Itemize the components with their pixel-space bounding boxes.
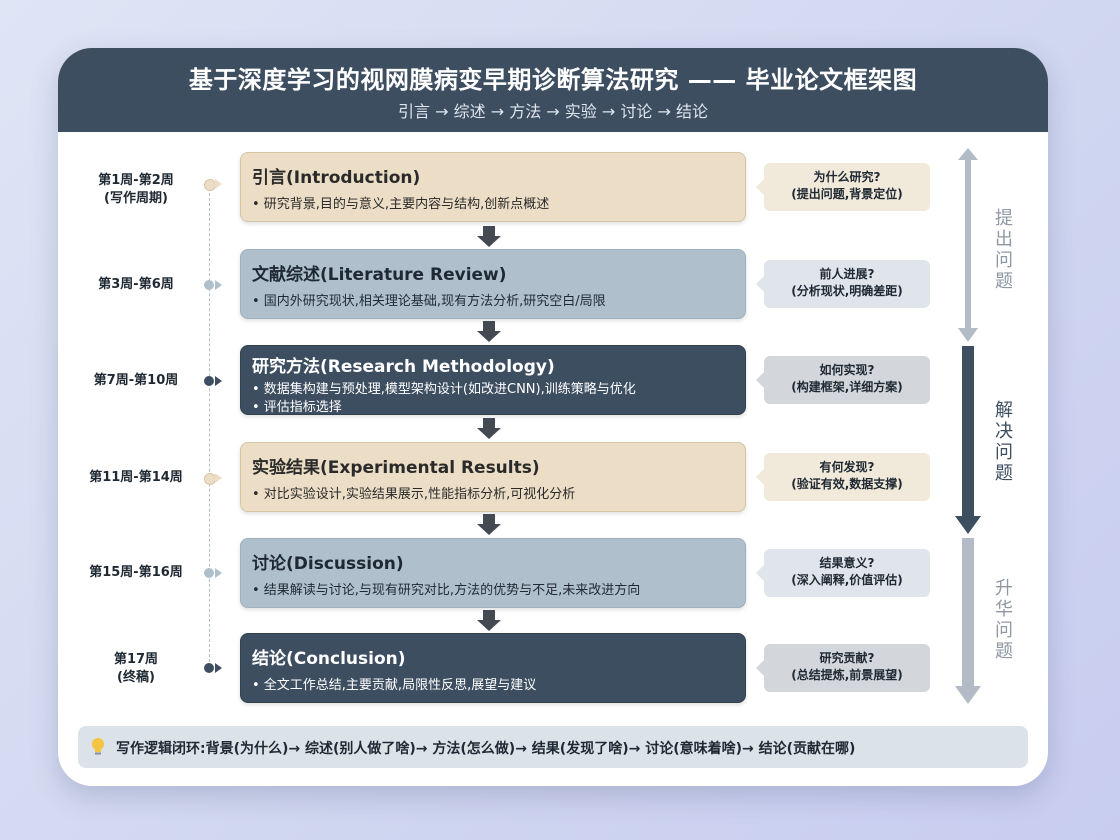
- flow-arrow-3: [477, 418, 501, 440]
- timeline-line: [209, 188, 210, 672]
- section-introduction: 引言(Introduction) • 研究背景,目的与意义,主要内容与结构,创新…: [240, 152, 746, 222]
- logic-loop-banner: 写作逻辑闭环:背景(为什么)→ 综述(别人做了啥)→ 方法(怎么做)→ 结果(发…: [78, 726, 1028, 768]
- page-subtitle: 引言 → 综述 → 方法 → 实验 → 讨论 → 结论: [398, 102, 708, 121]
- timeline-pointer-2: [215, 280, 222, 290]
- timeline-dot-5: [204, 568, 214, 578]
- timeline-dot-6: [204, 663, 214, 673]
- header-bar: 基于深度学习的视网膜病变早期诊断算法研究 —— 毕业论文框架图 引言 → 综述 …: [58, 48, 1048, 132]
- timeline-pointer-6: [215, 663, 222, 673]
- section-conclusion: 结论(Conclusion) • 全文工作总结,主要贡献,局限性反思,展望与建议: [240, 633, 746, 703]
- question-callout-6: 研究贡献? (总结提炼,前景展望): [756, 644, 930, 692]
- week-range: 第11周-第14周: [89, 470, 183, 485]
- section-bullet: • 对比实验设计,实验结果展示,性能指标分析,可视化分析: [252, 487, 576, 502]
- week-label-2: 第3周-第6周: [78, 276, 194, 294]
- timeline-dot-2: [204, 280, 214, 290]
- question-note: (分析现状,明确差距): [791, 284, 903, 298]
- section-bullet: • 数据集构建与预处理,模型架构设计(如改进CNN),训练策略与优化: [252, 382, 636, 397]
- phase-label-elevate: 升华问题: [984, 578, 1024, 662]
- question-note: (深入阐释,价值评估): [791, 573, 903, 587]
- question-note: (构建框架,详细方案): [791, 380, 903, 394]
- week-note: (终稿): [117, 670, 155, 685]
- timeline-dot-3: [204, 376, 214, 386]
- question-text: 前人进展?: [819, 267, 875, 281]
- week-note: (写作周期): [104, 191, 168, 206]
- question-note: (验证有效,数据支撑): [791, 477, 903, 491]
- section-title: 文献综述(Literature Review): [252, 265, 507, 285]
- phase-label-text: 解决问题: [995, 400, 1013, 484]
- phase-arrows: [955, 148, 981, 704]
- section-bullet: • 评估指标选择: [252, 400, 342, 415]
- question-text: 有何发现?: [819, 460, 875, 474]
- week-range: 第3周-第6周: [98, 277, 174, 292]
- section-discussion: 讨论(Discussion) • 结果解读与讨论,与现有研究对比,方法的优势与不…: [240, 538, 746, 608]
- phase-label-solve: 解决问题: [984, 400, 1024, 484]
- question-callout-5: 结果意义? (深入阐释,价值评估): [756, 549, 930, 597]
- question-note: (总结提炼,前景展望): [791, 668, 903, 682]
- flow-arrow-1: [477, 226, 501, 248]
- week-label-3: 第7周-第10周: [78, 372, 194, 390]
- week-label-5: 第15周-第16周: [78, 564, 194, 582]
- timeline-pointer-1: [215, 179, 222, 189]
- timeline-pointer-3: [215, 376, 222, 386]
- week-range: 第1周-第2周: [98, 173, 174, 188]
- week-label-1: 第1周-第2周 (写作周期): [78, 172, 194, 208]
- section-research-methodology: 研究方法(Research Methodology) • 数据集构建与预处理,模…: [240, 345, 746, 415]
- section-bullet: • 研究背景,目的与意义,主要内容与结构,创新点概述: [252, 197, 550, 212]
- question-text: 如何实现?: [819, 363, 875, 377]
- phase-arrow-solve: [955, 346, 981, 534]
- phase-label-raise: 提出问题: [984, 208, 1024, 292]
- flow-arrow-2: [477, 321, 501, 343]
- section-title: 引言(Introduction): [252, 168, 421, 188]
- section-title: 实验结果(Experimental Results): [252, 458, 540, 478]
- week-range: 第15周-第16周: [89, 565, 183, 580]
- flow-arrow-4: [477, 514, 501, 536]
- section-title: 结论(Conclusion): [252, 649, 406, 669]
- question-callout-3: 如何实现? (构建框架,详细方案): [756, 356, 930, 404]
- section-bullet: • 结果解读与讨论,与现有研究对比,方法的优势与不足,未来改进方向: [252, 583, 641, 598]
- question-note: (提出问题,背景定位): [791, 187, 903, 201]
- lightbulb-icon: [92, 738, 104, 755]
- question-callout-4: 有何发现? (验证有效,数据支撑): [756, 453, 930, 501]
- section-experimental-results: 实验结果(Experimental Results) • 对比实验设计,实验结果…: [240, 442, 746, 512]
- section-bullet: • 国内外研究现状,相关理论基础,现有方法分析,研究空白/局限: [252, 294, 606, 309]
- question-callout-1: 为什么研究? (提出问题,背景定位): [756, 163, 930, 211]
- section-literature-review: 文献综述(Literature Review) • 国内外研究现状,相关理论基础…: [240, 249, 746, 319]
- timeline-pointer-4: [215, 473, 222, 483]
- section-title: 研究方法(Research Methodology): [252, 357, 555, 377]
- page-title: 基于深度学习的视网膜病变早期诊断算法研究 —— 毕业论文框架图: [188, 66, 918, 94]
- question-text: 研究贡献?: [819, 651, 875, 665]
- section-bullet: • 全文工作总结,主要贡献,局限性反思,展望与建议: [252, 678, 537, 693]
- week-range: 第7周-第10周: [93, 373, 179, 388]
- flow-arrow-5: [477, 610, 501, 632]
- timeline-pointer-5: [215, 568, 222, 578]
- phase-label-text: 提出问题: [995, 208, 1013, 292]
- question-text: 为什么研究?: [813, 170, 881, 184]
- phase-arrow-elevate: [955, 538, 981, 704]
- week-range: 第17周: [113, 652, 159, 667]
- question-text: 结果意义?: [819, 556, 875, 570]
- phase-label-text: 升华问题: [995, 578, 1013, 662]
- week-label-6: 第17周 (终稿): [78, 651, 194, 687]
- question-callout-2: 前人进展? (分析现状,明确差距): [756, 260, 930, 308]
- phase-arrow-raise: [958, 148, 978, 342]
- section-title: 讨论(Discussion): [252, 554, 404, 574]
- week-label-4: 第11周-第14周: [78, 469, 194, 487]
- logic-loop-text: 写作逻辑闭环:背景(为什么)→ 综述(别人做了啥)→ 方法(怎么做)→ 结果(发…: [116, 741, 856, 757]
- framework-card: 基于深度学习的视网膜病变早期诊断算法研究 —— 毕业论文框架图 引言 → 综述 …: [58, 48, 1048, 786]
